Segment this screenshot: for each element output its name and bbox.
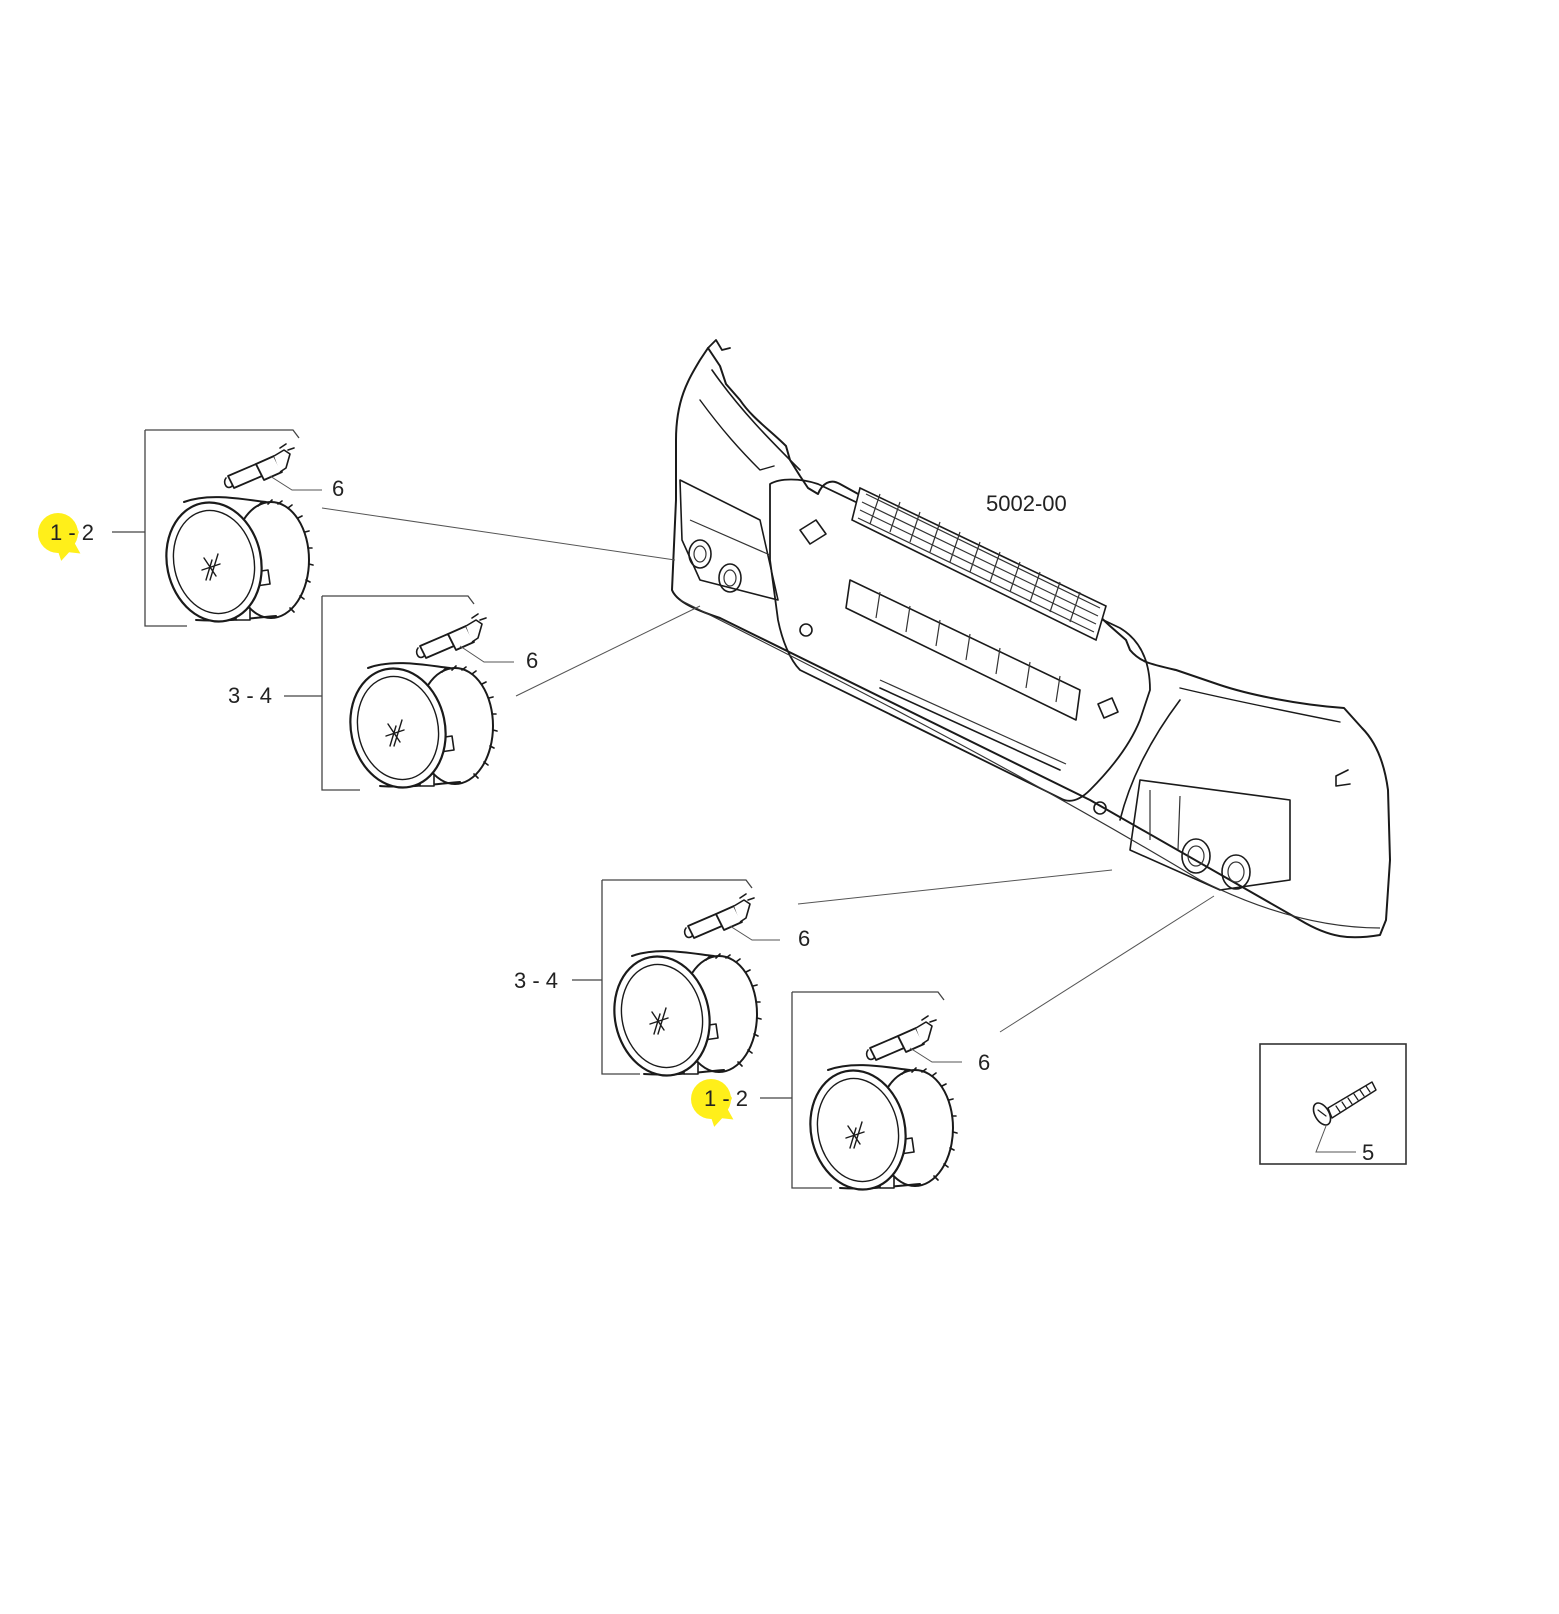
callout-label: 1 - 2: [50, 520, 94, 545]
callout-label: 5: [1362, 1140, 1374, 1165]
bulb-icon: [415, 613, 487, 659]
bulb-icon: [683, 893, 755, 939]
callout-label: 6: [978, 1050, 990, 1075]
screw-icon: [1312, 1081, 1377, 1126]
fog-lamp-group-1-2-left: [112, 429, 322, 632]
left-lamp-recess: [679, 479, 779, 601]
callout-label: 6: [526, 648, 538, 673]
front-bumper: [671, 339, 1391, 939]
assembly-code-label: 5002-00: [986, 491, 1067, 516]
callout-label: 6: [332, 476, 344, 501]
license-plate-area: [845, 579, 1081, 771]
fog-lamp-icon: [338, 658, 499, 798]
fog-lamp-group-3-4-left: [284, 595, 514, 798]
bulb-icon: [865, 1015, 937, 1061]
leader-lines: [321, 507, 1215, 1033]
right-lamp-recess: [1129, 779, 1291, 891]
callout-label: 1 - 2: [704, 1086, 748, 1111]
callout-label: 6: [798, 926, 810, 951]
grille-mesh: [851, 486, 1107, 642]
fog-lamp-group-1-2-right: [760, 991, 962, 1200]
fog-lamp-icon: [798, 1060, 959, 1200]
fog-lamp-group-3-4-right: [572, 879, 780, 1086]
detail-box-screw: [1259, 1043, 1407, 1165]
callout-label: 3 - 4: [514, 968, 558, 993]
fog-lamp-icon: [154, 492, 315, 632]
fog-lamp-icon: [602, 946, 763, 1086]
callout-label: 3 - 4: [228, 683, 272, 708]
bulb-icon: [223, 443, 295, 489]
